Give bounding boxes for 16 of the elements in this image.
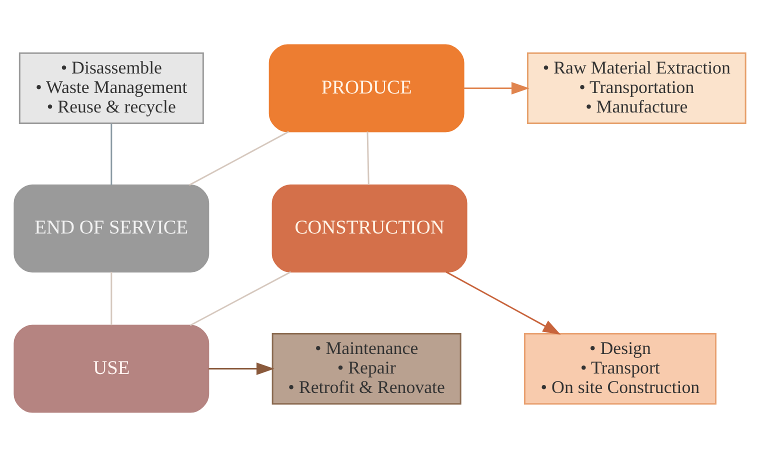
node-box: • Disassemble • Waste Management • Reuse & recycle bbox=[18, 52, 204, 124]
connector bbox=[366, 132, 370, 185]
node-box: • Raw Material Extraction • Transportation • Manufacture bbox=[526, 52, 746, 124]
connector bbox=[110, 124, 112, 186]
connector bbox=[190, 271, 292, 326]
connector bbox=[188, 131, 289, 186]
node-box: END OF SERVICE bbox=[14, 184, 210, 273]
node-box: PRODUCE bbox=[268, 44, 464, 132]
node-box: • Maintenance • Repair • Retrofit & Renovate bbox=[272, 332, 462, 405]
arrow bbox=[208, 362, 274, 376]
node-box: USE bbox=[14, 324, 210, 413]
connector bbox=[110, 272, 112, 326]
node-box: CONSTRUCTION bbox=[272, 184, 468, 273]
arrow bbox=[446, 271, 561, 335]
node-box: • Design • Transport • On site Construction bbox=[524, 332, 716, 405]
arrow bbox=[464, 82, 530, 95]
